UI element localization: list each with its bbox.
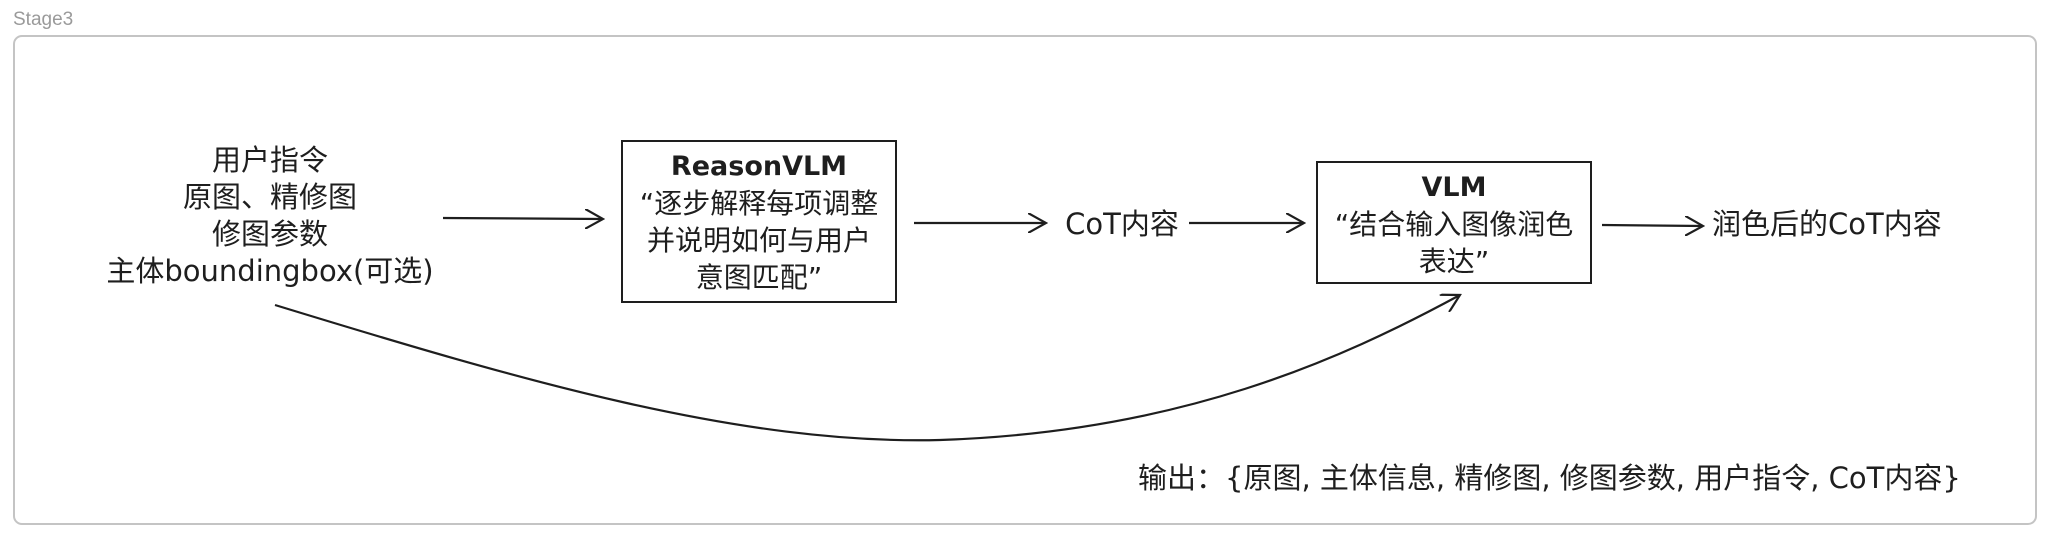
reason-vlm-line-3: 意图匹配” bbox=[695, 261, 823, 294]
polished-cot-label: 润色后的CoT内容 bbox=[1712, 207, 1942, 241]
input-line-user-instruction: 用户指令 bbox=[211, 143, 328, 177]
input-block: 用户指令 原图、精修图 修图参数 主体boundingbox(可选) bbox=[100, 142, 440, 290]
vlm-title: VLM bbox=[1421, 172, 1487, 203]
input-line-bbox: 主体boundingbox(可选) bbox=[106, 254, 434, 288]
input-line-images: 原图、精修图 bbox=[182, 180, 357, 214]
reason-vlm-box: ReasonVLM “逐步解释每项调整 并说明如何与用户 意图匹配” bbox=[621, 140, 897, 303]
cot-label: CoT内容 bbox=[1065, 207, 1179, 241]
input-line-params: 修图参数 bbox=[211, 217, 328, 251]
vlm-line-1: “结合输入图像润色 bbox=[1334, 208, 1574, 241]
vlm-line-2: 表达” bbox=[1418, 245, 1490, 278]
arrow-input-to-vlm-curve bbox=[274, 295, 1460, 442]
reason-vlm-line-1: “逐步解释每项调整 bbox=[639, 187, 879, 220]
vlm-box: VLM “结合输入图像润色 表达” bbox=[1316, 161, 1592, 284]
stage-frame bbox=[13, 35, 2037, 525]
stage-label: Stage3 bbox=[13, 9, 74, 30]
reason-vlm-line-2: 并说明如何与用户 bbox=[646, 224, 871, 257]
arrow-vlm-to-polished bbox=[1601, 225, 1703, 226]
output-note: 输出：{原图, 主体信息, 精修图, 修图参数, 用户指令, CoT内容} bbox=[1138, 461, 1961, 495]
arrow-input-to-reason bbox=[442, 218, 603, 219]
reason-vlm-title: ReasonVLM bbox=[670, 151, 848, 182]
